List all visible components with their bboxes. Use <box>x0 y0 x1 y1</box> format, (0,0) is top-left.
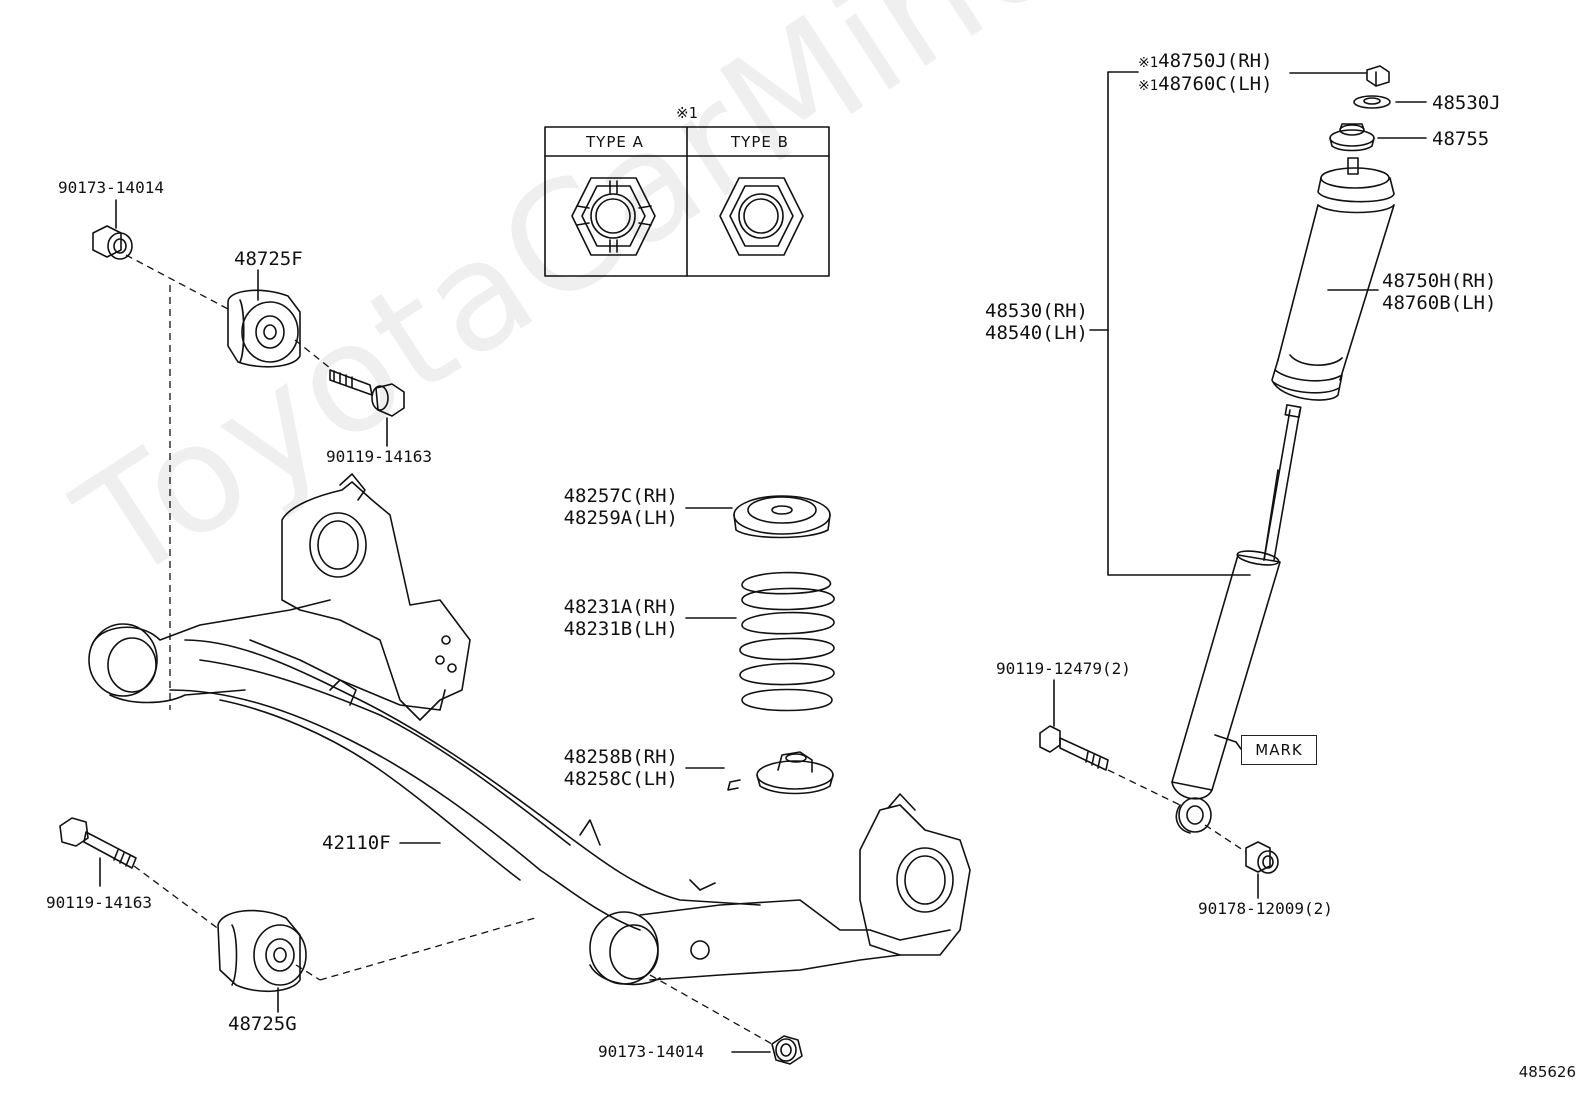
part-label-48530j: 48530J <box>1432 92 1501 114</box>
part-label-48760c: 48760C(LH) <box>1158 73 1273 95</box>
part-label-upper-seat: 48257C(RH) 48259A(LH) <box>564 485 678 529</box>
flange-nut-top-left <box>92 225 133 260</box>
part-label-90119-14163-top: 90119-14163 <box>326 447 432 466</box>
part-label-90119-14163-bottom: 90119-14163 <box>46 893 152 912</box>
bolt-top <box>329 369 405 417</box>
bushing-48725f <box>227 289 301 368</box>
coil-spring <box>739 571 835 712</box>
part-label-90119-12479: 90119-12479(2) <box>996 659 1131 678</box>
part-label-48755: 48755 <box>1432 128 1490 150</box>
type-table-note: ※1 <box>676 104 698 122</box>
part-label-lower-seat: 48258B(RH) 48258C(LH) <box>564 746 678 790</box>
absorber-nut <box>1366 65 1390 87</box>
type-b-nut-icon <box>719 177 804 256</box>
part-label-48540: 48540(LH) <box>985 322 1088 344</box>
part-label-48725g: 48725G <box>228 1013 297 1035</box>
part-label-48760b: 48760B(LH) <box>1382 292 1497 314</box>
part-label-48750j: 48750J(RH) <box>1158 50 1273 72</box>
shock-nut <box>1245 841 1279 874</box>
part-label-90178-12009: 90178-12009(2) <box>1198 899 1333 918</box>
part-label-shock-assy: 48530(RH) 48540(LH) <box>985 300 1088 344</box>
cushion-48755 <box>1329 123 1375 152</box>
part-label-absorber-nut-rh: ※148750J(RH) <box>1138 50 1273 74</box>
dust-boot <box>1271 157 1395 401</box>
part-label-48258b: 48258B(RH) <box>563 746 678 768</box>
part-label-48231a: 48231A(RH) <box>563 596 678 618</box>
part-label-42110f: 42110F <box>322 832 391 854</box>
part-label-90173-14014-top: 90173-14014 <box>58 178 164 197</box>
part-label-48231b: 48231B(LH) <box>563 618 678 640</box>
part-label-90173-14014-bottom: 90173-14014 <box>598 1042 704 1061</box>
axle-beam <box>88 473 971 986</box>
type-a-nut-icon <box>571 177 656 256</box>
type-b-header: TYPE B <box>731 133 789 151</box>
part-label-boot: 48750H(RH) 48760B(LH) <box>1382 270 1496 314</box>
washer-48530j <box>1353 95 1391 109</box>
part-label-48750h: 48750H(RH) <box>1382 270 1497 292</box>
note-mark-lh: ※1 <box>1138 78 1159 94</box>
part-label-48725f: 48725F <box>234 248 303 270</box>
part-label-48530: 48530(RH) <box>985 300 1088 322</box>
upper-spring-seat <box>733 495 831 539</box>
type-a-header: TYPE A <box>586 133 644 151</box>
part-label-absorber-nut-lh: ※148760C(LH) <box>1138 73 1273 97</box>
part-label-spring: 48231A(RH) 48231B(LH) <box>564 596 678 640</box>
part-label-48259a: 48259A(LH) <box>563 507 678 529</box>
mark-box: MARK <box>1241 735 1317 765</box>
flange-nut-bottom <box>771 1035 803 1065</box>
shock-bolt <box>1039 725 1109 771</box>
bushing-48725g <box>217 909 307 993</box>
lower-spring-seat <box>727 751 834 795</box>
part-label-48257c: 48257C(RH) <box>563 485 678 507</box>
bolt-bottom-left <box>59 817 137 869</box>
note-mark-rh: ※1 <box>1138 55 1159 71</box>
part-label-48258c: 48258C(LH) <box>563 768 678 790</box>
figure-reference-number: 485626 <box>1518 1063 1576 1081</box>
shock-absorber <box>1171 404 1302 834</box>
type-table <box>544 126 830 277</box>
